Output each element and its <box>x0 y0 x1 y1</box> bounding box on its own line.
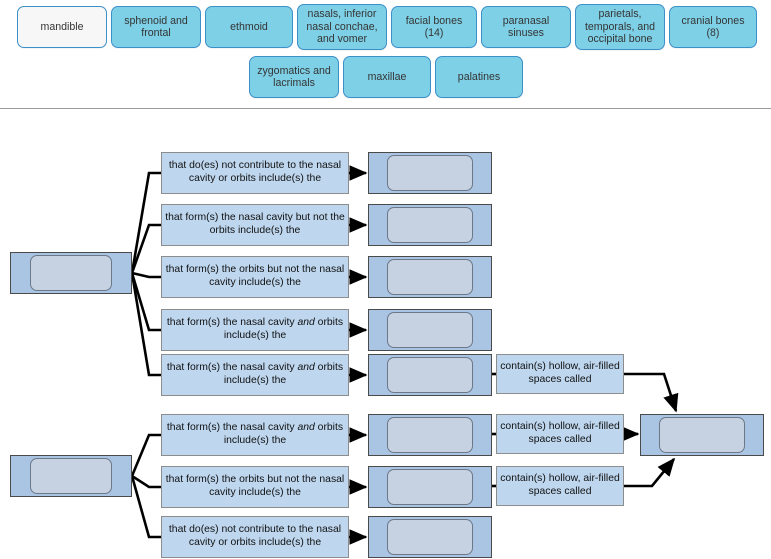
phrase-text: contain(s) hollow, air-filled spaces cal… <box>500 473 620 497</box>
answer-dropzone-a3[interactable] <box>368 256 492 298</box>
answer-tile-label: sphenoid and frontal <box>124 14 188 39</box>
drop-slot[interactable] <box>30 457 112 495</box>
phrase-box-p1: that do(es) not contribute to the nasal … <box>161 152 349 194</box>
phrase-text: that form(s) the nasal cavity but not th… <box>165 212 345 236</box>
connector <box>130 475 161 539</box>
drop-slot[interactable] <box>659 416 745 454</box>
answer-tile-maxillae[interactable]: maxillae <box>343 56 431 98</box>
root-dropzone-root-top[interactable] <box>10 252 132 294</box>
answer-tile-label: mandible <box>40 20 84 33</box>
answer-tile-label: facial bones (14) <box>405 14 463 39</box>
answer-tile-ethmoid[interactable]: ethmoid <box>205 6 293 48</box>
phrase-box-p8: that do(es) not contribute to the nasal … <box>161 516 349 558</box>
answer-tile-label: parietals, temporals, and occipital bone <box>584 8 656 46</box>
drop-slot[interactable] <box>387 154 473 192</box>
answer-tile-facial[interactable]: facial bones (14) <box>391 6 477 48</box>
answer-tile-nasals[interactable]: nasals, inferior nasal conchae, and vome… <box>297 4 387 50</box>
drop-slot[interactable] <box>387 206 473 244</box>
answer-tile-label: ethmoid <box>230 20 268 33</box>
phrase-text: that form(s) the orbits but not the nasa… <box>165 474 345 498</box>
drop-slot[interactable] <box>387 258 473 296</box>
answer-dropzone-a6[interactable] <box>368 414 492 456</box>
connector <box>130 272 161 377</box>
answer-dropzone-a7[interactable] <box>368 466 492 508</box>
answer-tile-parietals[interactable]: parietals, temporals, and occipital bone <box>575 4 665 50</box>
connector <box>131 474 161 489</box>
answer-tile-cranial[interactable]: cranial bones (8) <box>669 6 757 48</box>
answer-dropzone-a2[interactable] <box>368 204 492 246</box>
answer-tile-label: nasals, inferior nasal conchae, and vome… <box>306 8 378 46</box>
root-dropzone-root-bottom[interactable] <box>10 455 132 497</box>
final-dropzone[interactable] <box>640 414 764 456</box>
answer-dropzone-a8[interactable] <box>368 516 492 558</box>
phrase-box-p3: that form(s) the orbits but not the nasa… <box>161 256 349 298</box>
drop-slot[interactable] <box>30 254 112 292</box>
answer-tile-palatines[interactable]: palatines <box>435 56 523 98</box>
phrase-text: that do(es) not contribute to the nasal … <box>168 524 342 548</box>
answer-tile-paranasal[interactable]: paranasal sinuses <box>481 6 571 48</box>
drop-slot[interactable] <box>387 311 473 349</box>
phrase-box-p6: that form(s) the nasal cavity and orbits… <box>161 414 349 456</box>
contains-phrase-c2: contain(s) hollow, air-filled spaces cal… <box>496 414 624 454</box>
phrase-box-p4: that form(s) the nasal cavity and orbits… <box>161 309 349 351</box>
contains-phrase-c1: contain(s) hollow, air-filled spaces cal… <box>496 354 624 394</box>
phrase-text: that form(s) the nasal cavity and orbits… <box>166 317 344 341</box>
answer-dropzone-a1[interactable] <box>368 152 492 194</box>
phrase-text: contain(s) hollow, air-filled spaces cal… <box>500 361 620 385</box>
bank-divider <box>0 108 771 109</box>
connector <box>130 272 161 332</box>
phrase-text: that form(s) the nasal cavity and orbits… <box>166 362 344 386</box>
connector <box>624 457 676 488</box>
answer-tile-mandible[interactable]: mandible <box>17 6 107 48</box>
phrase-text: that form(s) the nasal cavity and orbits… <box>166 422 344 446</box>
answer-dropzone-a4[interactable] <box>368 309 492 351</box>
answer-tile-label: palatines <box>457 70 501 83</box>
phrase-box-p5: that form(s) the nasal cavity and orbits… <box>161 354 349 396</box>
connector <box>130 171 161 274</box>
connector <box>130 223 161 274</box>
word-bank: mandible sphenoid and frontal ethmoid nasal… <box>0 0 771 106</box>
phrase-box-p2: that form(s) the nasal cavity but not th… <box>161 204 349 246</box>
connector <box>624 372 679 413</box>
connector <box>130 433 161 477</box>
drop-slot[interactable] <box>387 518 473 556</box>
phrase-text: that form(s) the orbits but not the nasa… <box>165 264 345 288</box>
contains-phrase-c3: contain(s) hollow, air-filled spaces cal… <box>496 466 624 506</box>
phrase-text: contain(s) hollow, air-filled spaces cal… <box>500 421 620 445</box>
answer-tile-label: zygomatics and lacrimals <box>257 64 331 89</box>
drop-slot[interactable] <box>387 356 473 394</box>
drop-slot[interactable] <box>387 416 473 454</box>
phrase-text: that do(es) not contribute to the nasal … <box>168 160 342 184</box>
answer-tile-zygomatics[interactable]: zygomatics and lacrimals <box>249 56 339 98</box>
answer-tile-label: paranasal sinuses <box>502 14 550 39</box>
phrase-box-p7: that form(s) the orbits but not the nasa… <box>161 466 349 508</box>
drop-slot[interactable] <box>387 468 473 506</box>
answer-tile-label: maxillae <box>367 70 407 83</box>
answer-dropzone-a5[interactable] <box>368 354 492 396</box>
answer-tile-label: cranial bones (8) <box>681 14 745 39</box>
connector <box>131 271 161 279</box>
answer-tile-sphenoid[interactable]: sphenoid and frontal <box>111 6 201 48</box>
